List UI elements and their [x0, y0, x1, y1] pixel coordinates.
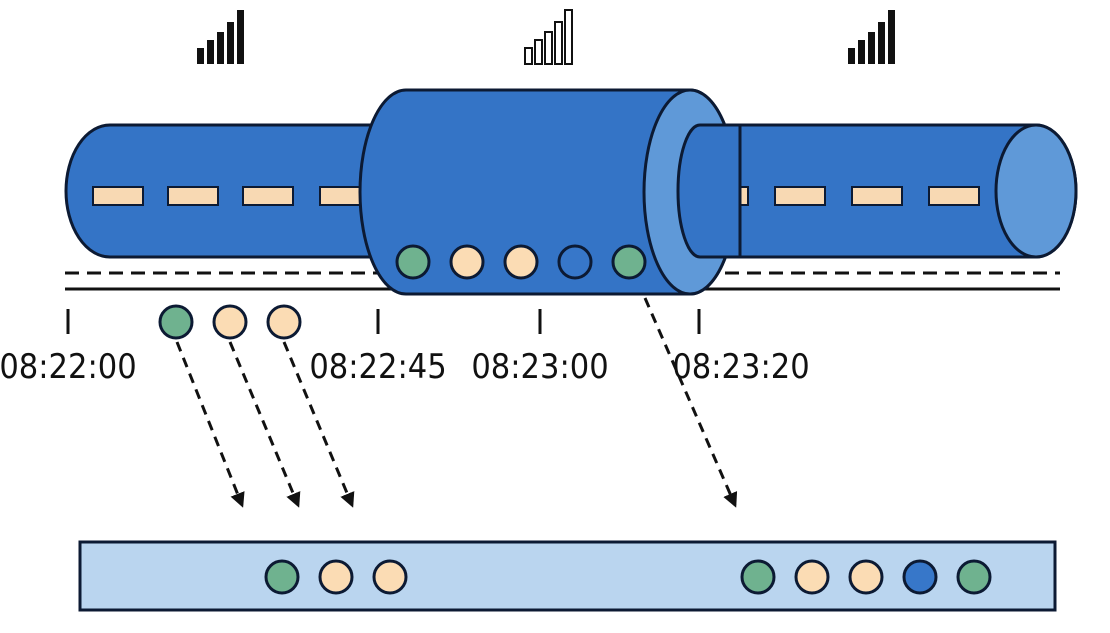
- output-event-dot-peach: [848, 559, 884, 595]
- tick-label: 08:23:20: [672, 347, 809, 387]
- output-events: [264, 559, 992, 595]
- lane-dash: [92, 186, 144, 206]
- right-pipe: [697, 123, 1078, 259]
- middle-pipe: [358, 88, 742, 296]
- flow-arrows: [175, 297, 738, 508]
- buffered-events: [395, 244, 647, 280]
- signal-strong-right-icon: [848, 10, 895, 64]
- tick-label: 08:23:00: [471, 347, 608, 387]
- output-event-dot-peach: [372, 559, 408, 595]
- tick-1: 08:22:45: [309, 309, 447, 387]
- event-dot-blue: [557, 244, 593, 280]
- signal-indicators: [197, 9, 895, 65]
- pipe-end-cap: [994, 123, 1078, 259]
- tick-0: 08:22:00: [0, 309, 137, 387]
- signal-weak-middle-icon: [524, 9, 573, 65]
- lane-dash: [774, 186, 826, 206]
- tick-label: 08:22:45: [309, 347, 446, 387]
- dashed-arrow: [643, 297, 738, 508]
- output-event-dot-peach: [318, 559, 354, 595]
- lane-dash: [851, 186, 903, 206]
- lane-dash: [928, 186, 980, 206]
- left-pipe: [64, 123, 402, 259]
- output-event-dot-green: [264, 559, 300, 595]
- signal-strong-left-icon: [197, 10, 244, 64]
- event-dot-green: [158, 304, 194, 340]
- event-dot-peach: [212, 304, 248, 340]
- output-event-dot-peach: [794, 559, 830, 595]
- output-stream: [78, 540, 1057, 612]
- tick-2: 08:23:00: [471, 309, 609, 387]
- dashed-arrow: [175, 341, 245, 508]
- event-dot-green: [395, 244, 431, 280]
- output-stream-bar: [78, 540, 1057, 612]
- lane-dash: [242, 186, 294, 206]
- event-dot-green: [611, 244, 647, 280]
- lane-dash: [167, 186, 219, 206]
- event-dot-peach: [449, 244, 485, 280]
- dashed-arrow: [282, 341, 355, 508]
- emitted-events: [158, 304, 302, 340]
- event-dot-peach: [503, 244, 539, 280]
- tick-3: 08:23:20: [672, 309, 810, 387]
- dashed-arrow: [228, 341, 301, 508]
- tick-label: 08:22:00: [0, 347, 137, 387]
- event-dot-peach: [266, 304, 302, 340]
- output-event-dot-green: [956, 559, 992, 595]
- output-event-dot-blue: [902, 559, 938, 595]
- timeline-ticks: 08:22:00 08:22:45 08:23:00 08:23:20: [0, 309, 810, 387]
- output-event-dot-green: [740, 559, 776, 595]
